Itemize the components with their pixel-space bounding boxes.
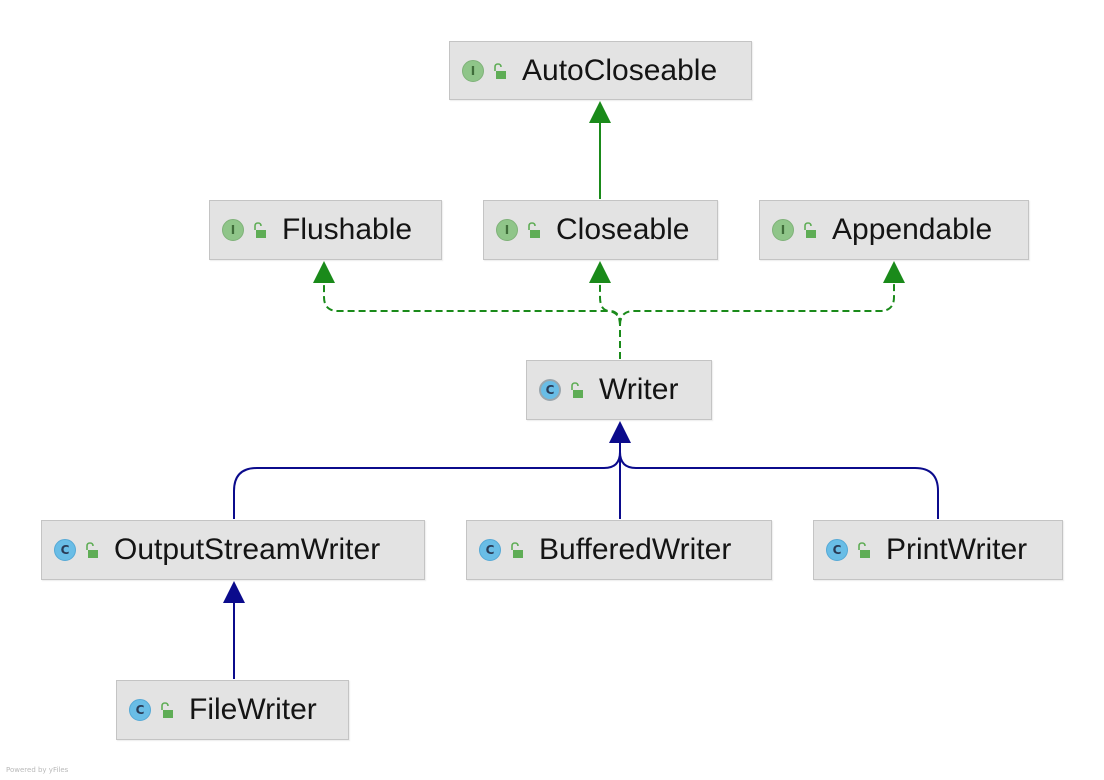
- class-icon: C: [129, 699, 151, 721]
- node-label: AutoCloseable: [522, 53, 718, 87]
- unlocked-public-icon: [86, 542, 98, 558]
- node-label: Writer: [599, 373, 679, 406]
- unlocked-public-icon: [528, 222, 540, 238]
- arrowhead-closeable: [589, 261, 611, 283]
- node-appendable[interactable]: I Appendable: [759, 200, 1029, 260]
- node-label: Flushable: [282, 213, 413, 246]
- edge-writer-appendable: [619, 282, 895, 326]
- node-autocloseable[interactable]: I AutoCloseable: [449, 41, 752, 100]
- unlocked-public-icon: [494, 62, 506, 79]
- edge-writer-closeable: [599, 282, 621, 326]
- node-filewriter[interactable]: C FileWriter: [116, 680, 349, 740]
- node-printwriter[interactable]: C PrintWriter: [813, 520, 1063, 580]
- edge-writer-flushable: [323, 282, 621, 359]
- arrowhead-autocloseable: [589, 101, 611, 123]
- node-label: BufferedWriter: [539, 533, 732, 566]
- unlocked-public-icon: [804, 222, 816, 238]
- node-closeable[interactable]: I Closeable: [483, 200, 718, 260]
- interface-icon: I: [462, 59, 484, 82]
- unlocked-public-icon: [858, 542, 870, 558]
- unlocked-public-icon: [571, 382, 583, 398]
- interface-icon: I: [772, 219, 794, 241]
- node-label: Appendable: [832, 213, 993, 246]
- node-label: OutputStreamWriter: [114, 533, 381, 566]
- edge-printwriter-writer: [619, 451, 939, 519]
- arrowhead-flushable: [313, 261, 335, 283]
- interface-icon: I: [222, 219, 244, 241]
- arrowhead-appendable: [883, 261, 905, 283]
- node-bufferedwriter[interactable]: C BufferedWriter: [466, 520, 772, 580]
- node-label: FileWriter: [189, 693, 317, 726]
- node-flushable[interactable]: I Flushable: [209, 200, 442, 260]
- edge-outputstreamwriter-writer: [233, 442, 621, 519]
- node-outputstreamwriter[interactable]: C OutputStreamWriter: [41, 520, 425, 580]
- class-icon: C: [826, 539, 848, 561]
- arrowhead-writer: [609, 421, 631, 443]
- unlocked-public-icon: [254, 222, 266, 238]
- abstract-class-icon: C: [539, 379, 561, 401]
- class-icon: C: [479, 539, 501, 561]
- node-label: PrintWriter: [886, 533, 1028, 566]
- node-label: Closeable: [556, 213, 690, 246]
- arrowhead-outputstreamwriter: [223, 581, 245, 603]
- class-icon: C: [54, 539, 76, 561]
- node-writer[interactable]: C Writer: [526, 360, 712, 420]
- unlocked-public-icon: [161, 702, 173, 718]
- unlocked-public-icon: [511, 542, 523, 558]
- watermark: Powered by yFiles: [6, 766, 69, 774]
- interface-icon: I: [496, 219, 518, 241]
